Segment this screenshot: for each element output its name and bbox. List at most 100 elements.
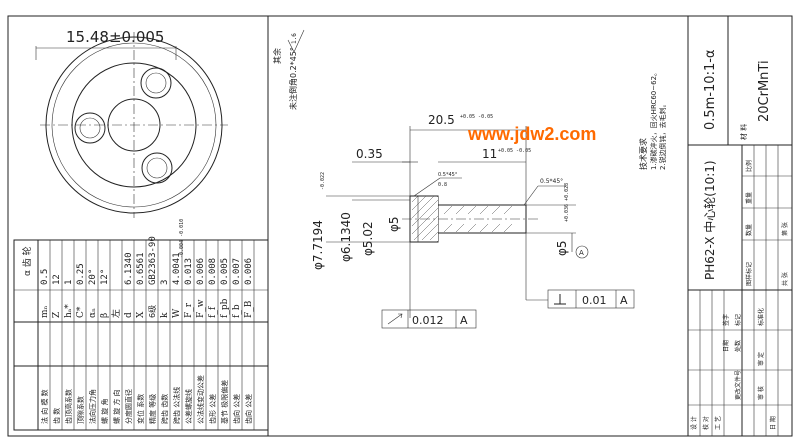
param-name: 公差螺旋线 <box>184 389 193 424</box>
header-cell: 数量 <box>745 224 753 236</box>
param-name: 法向压力角 <box>88 389 97 424</box>
runout-datum: A <box>460 314 468 327</box>
param-name: 公法线变动公差 <box>196 375 205 424</box>
bottom-label: 签字 <box>722 314 730 326</box>
bottom-label: 处数 <box>734 340 742 352</box>
param-value: GB2363-90 <box>148 236 158 285</box>
chamfer-note: 未注倒角0.2*45° <box>288 47 298 110</box>
sign-label: 标准化 <box>757 308 765 326</box>
param-symbol: f_b <box>232 304 242 318</box>
param-value: 12° <box>100 269 110 285</box>
param-value: 0.005 <box>220 258 230 285</box>
param-symbol: X <box>136 311 146 318</box>
outer-diameter-tolerance: -0.022 <box>320 172 326 190</box>
perpendicularity-datum: A <box>620 294 628 307</box>
runout-value: 0.012 <box>412 314 444 327</box>
param-name: 基节 极限偏差 <box>220 380 229 424</box>
offset-dimension: 0.35 <box>356 147 383 161</box>
param-name: 分度圆直径 <box>124 389 133 424</box>
param-value: 3 <box>160 280 170 285</box>
roughness-value: 1.6 <box>291 33 298 44</box>
param-symbol: β <box>100 313 110 318</box>
chamfer-small-sub: 0.8 <box>438 182 447 188</box>
param-name: 精度 等级 <box>148 394 157 424</box>
sheet-index: 第 张 <box>781 222 789 236</box>
param-name: 齿形 公差 <box>208 394 217 424</box>
param-symbol: F_w <box>196 299 206 318</box>
planet-hole-3 <box>141 152 173 184</box>
length-dimension: 20.5 <box>428 113 455 127</box>
params-title: α 齿 轮 <box>21 246 33 276</box>
sign-label: 工 艺 <box>714 416 722 430</box>
sign-label: 校 对 <box>702 416 710 430</box>
param-symbol: F_r <box>184 302 194 318</box>
bore-diameter: φ5 <box>387 216 401 232</box>
param-name: 变位 系数 <box>136 394 145 424</box>
param-symbol: Z <box>52 312 62 318</box>
param-symbol: W <box>172 308 182 318</box>
param-name: 螺 旋 方 向 <box>112 389 121 424</box>
param-value: 0.013 <box>184 258 194 285</box>
sign-label: 审 核 <box>757 386 765 400</box>
param-symbol: F_B <box>244 300 254 318</box>
header-cell: 比例 <box>745 160 753 172</box>
param-symbol: αₙ <box>88 308 98 318</box>
tech-title: 技术要求 <box>638 138 648 170</box>
param-value: 0.007 <box>232 258 242 285</box>
inner-length-tolerance: +0.05 -0.05 <box>498 148 531 154</box>
param-symbol: f_pb <box>220 298 230 318</box>
planet-hole-1 <box>140 67 172 99</box>
length-tolerance: +0.05 -0.05 <box>460 114 493 120</box>
param-value: 0.006 <box>244 258 254 285</box>
pitch-diameter: φ6.1340 <box>339 212 353 262</box>
roughness-note: 其余 <box>272 48 282 64</box>
param-symbol: f_f <box>208 306 218 318</box>
title-block: 0.5m-10:1-α 材 料 20CrMnTi PH62-X 中心轮(10:1… <box>687 15 793 437</box>
planet-hole-2 <box>74 112 106 144</box>
runout-frame <box>381 309 477 329</box>
hub-diameter: φ5.02 <box>361 221 375 256</box>
outer-diameter: φ7.7194 <box>311 220 325 270</box>
param-name: 法 向 模 数 <box>40 389 49 424</box>
section-hatch <box>411 195 513 241</box>
perpendicularity-frame <box>547 289 635 309</box>
param-symbol: d <box>124 312 134 318</box>
shaft-diameter: φ5 <box>555 240 569 256</box>
inner-length-dimension: 11 <box>482 147 497 161</box>
watermark: www.jdw2.com <box>467 124 596 144</box>
part-name: PH62-X 中心轮(10:1) <box>702 160 717 280</box>
gear-params-table: α 齿 轮 0.5 mₙ 法 向 模 数 12 Z 齿 数 1 hₐ* 齿顶高系… <box>13 219 269 431</box>
param-value: 4.0041 <box>172 252 182 285</box>
datum-circle <box>575 245 589 259</box>
param-value: 12 <box>52 274 62 285</box>
bottom-label: 日期 <box>722 340 730 352</box>
param-value: 0.008 <box>208 258 218 285</box>
param-name: 顶隙系数 <box>76 396 85 424</box>
sheet-count: 共 张 <box>781 272 789 286</box>
datum-label: A <box>579 249 584 257</box>
param-name: 跨齿 齿数 <box>160 394 169 424</box>
header-cell: 重量 <box>745 192 753 204</box>
shaft-diameter-tolerance: +0.036 +0.028 <box>564 183 570 222</box>
param-value: 0.25 <box>76 263 86 285</box>
param-name: 跨齿 公法线 <box>172 387 181 424</box>
param-value: 0.5 <box>40 269 50 285</box>
param-name: 齿向 公差 <box>232 394 241 424</box>
sign-label: 日 期 <box>769 416 777 430</box>
perpendicularity-value: 0.01 <box>582 294 607 307</box>
param-name: 齿向 公差 <box>244 394 253 424</box>
w-tolerance: -0.004 -0.010 <box>179 219 185 258</box>
bottom-label: 更改文件号 <box>734 370 742 400</box>
chamfer-label-small: 0.5*45° <box>438 172 458 178</box>
tech-item: 2.锐边倒钝，去毛刺。 <box>658 100 667 170</box>
tech-requirements: 技术要求 1.渗碳淬火，回火HRC60~62。 2.锐边倒钝，去毛刺。 <box>638 69 667 170</box>
drawing-number: 0.5m-10:1-α <box>703 50 718 130</box>
param-value: 6.1340 <box>124 252 134 285</box>
param-symbol: mₙ <box>40 305 50 318</box>
sign-label: 设 计 <box>690 416 698 430</box>
bottom-label: 标记 <box>734 314 742 326</box>
param-value: 1 <box>64 280 74 285</box>
end-view: 15.48±0.005 <box>35 28 228 218</box>
